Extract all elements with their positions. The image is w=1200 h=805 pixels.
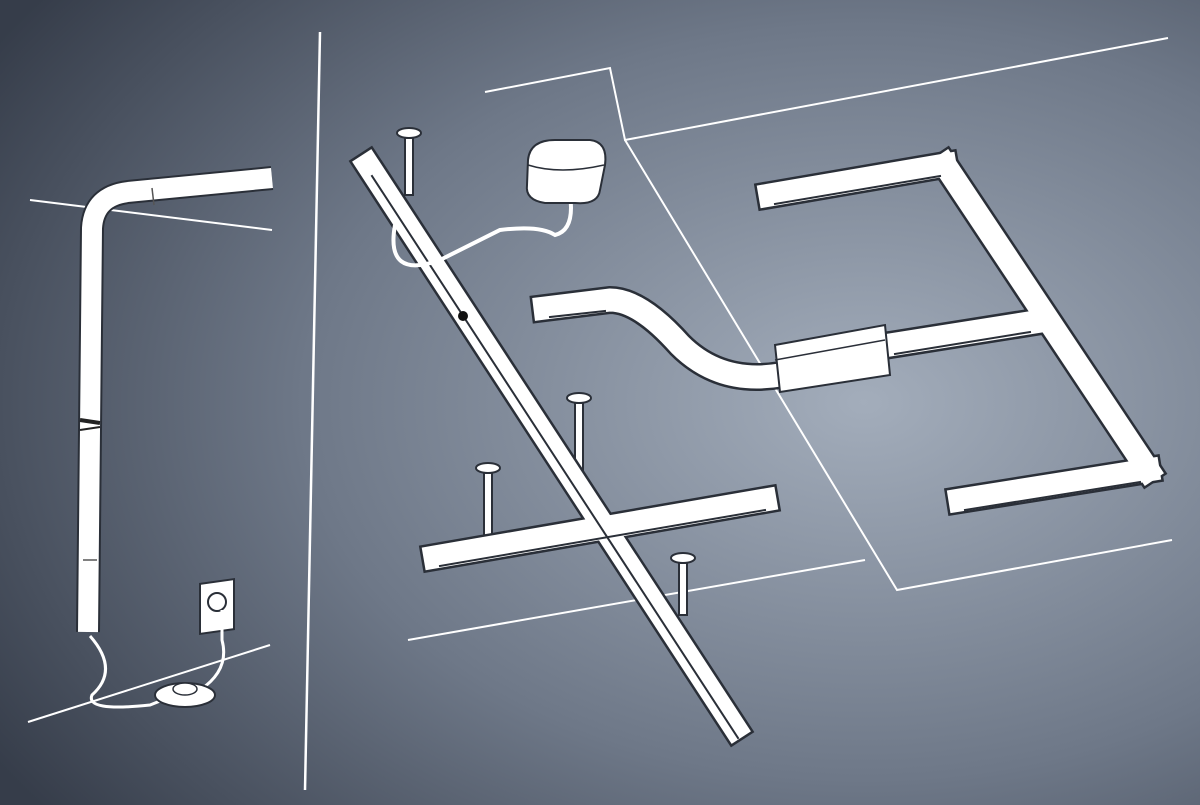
driver-cable [391,194,573,268]
track-rails [348,145,1168,748]
wall-ceiling-line [29,199,273,231]
ceiling-rods [396,127,696,616]
left-panel-wall-scene [27,199,273,723]
floor-line [27,644,271,723]
foot-switch-icon [154,682,216,708]
wall-track-rail [76,166,274,633]
power-driver-icon [525,139,607,205]
connector-box [773,323,892,394]
panel-divider [303,31,322,791]
wall-socket-icon [199,577,235,636]
rail-screw-hole [458,311,468,321]
